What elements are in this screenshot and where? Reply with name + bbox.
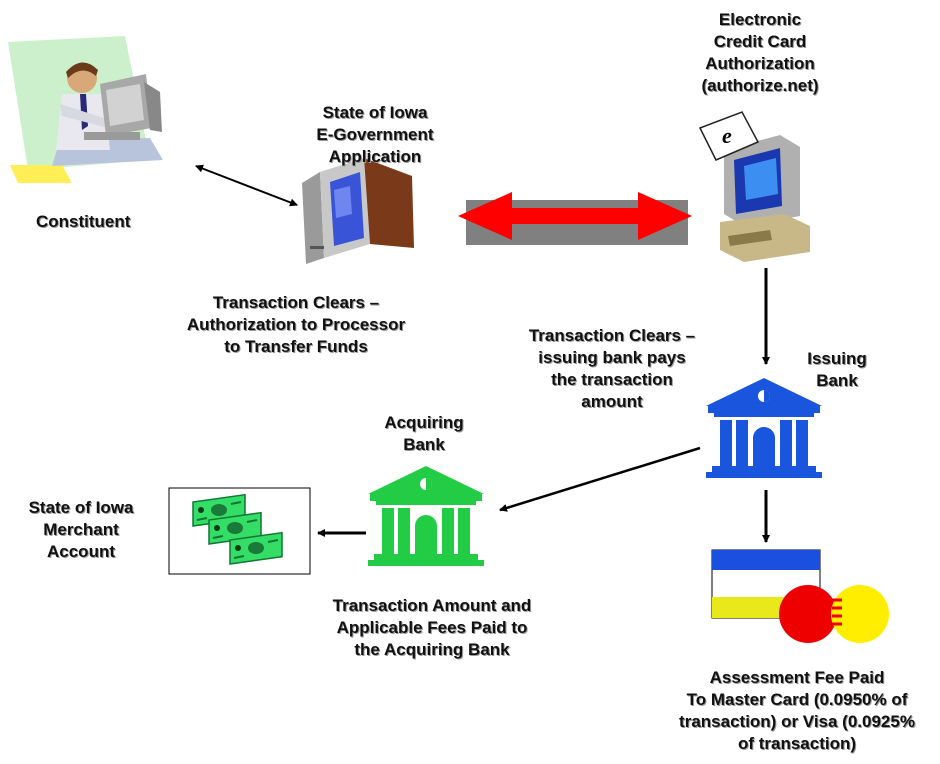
acquiring-bank-icon	[368, 466, 484, 566]
clears-issuing-label: Transaction Clears – issuing bank pays t…	[528, 326, 696, 411]
merchant-account-label: State of Iowa Merchant Account	[28, 498, 134, 561]
fees-paid-label: Transaction Amount and Applicable Fees P…	[332, 596, 532, 659]
assessment-fee-label: Assessment Fee Paid To Master Card (0.09…	[679, 668, 915, 753]
acquiring-bank-label: Acquiring Bank	[384, 413, 464, 454]
exchange-arrow	[458, 192, 692, 245]
issuing-to-acquiring-arrow	[499, 446, 701, 512]
constituent-app-arrow	[195, 164, 298, 207]
credit-card-terminal-icon: e	[698, 111, 810, 262]
card-letter: e	[722, 123, 732, 148]
clears-processor-label: Transaction Clears – Authorization to Pr…	[186, 293, 406, 356]
computer-icon	[302, 158, 414, 264]
authorization-label: Electronic Credit Card Authorization (au…	[701, 10, 819, 95]
constituent-label: Constituent	[36, 212, 131, 231]
merchant-account-box	[168, 487, 311, 575]
person-at-computer-icon	[8, 36, 163, 183]
state-app-label: State of Iowa E-Government Application	[316, 103, 434, 166]
issuing-bank-label: Issuing Bank	[807, 349, 867, 390]
issuing-bank-icon	[706, 378, 822, 478]
credit-cards-icon	[711, 549, 889, 643]
